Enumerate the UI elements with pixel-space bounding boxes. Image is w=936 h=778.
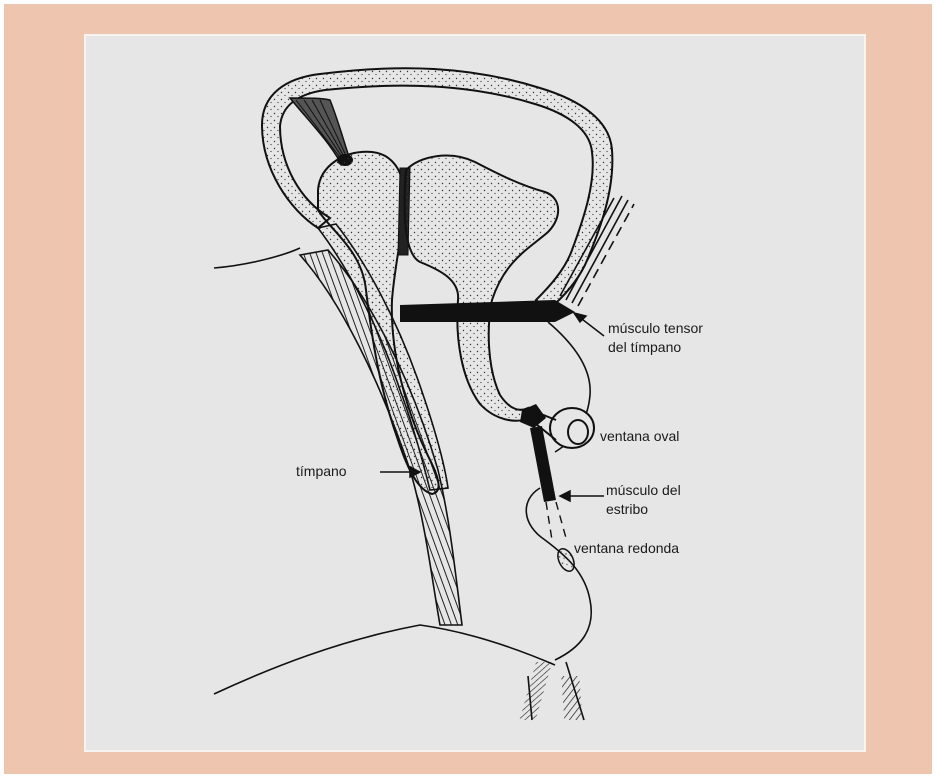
incus [405,156,559,421]
label-musculo-estribo-line1: músculo del [606,482,681,498]
suspensory-ligament [290,98,350,162]
canal-floor [214,625,555,694]
promontory [526,488,591,660]
canal-roof-line [214,248,300,268]
stapedius-muscle [546,502,566,540]
label-timpano: tímpano [296,463,347,479]
label-ventana-redonda: ventana redonda [574,540,679,556]
stapes-head [520,404,546,428]
tensor-tympani-tendon [400,300,575,322]
eustachian-tube [520,662,584,720]
label-ventana-oval: ventana oval [600,428,679,444]
label-musculo-tensor-line1: músculo tensor [608,320,703,336]
label-musculo-estribo-line2: estribo [606,501,648,517]
label-musculo-tensor-line2: del tímpano [608,339,681,355]
